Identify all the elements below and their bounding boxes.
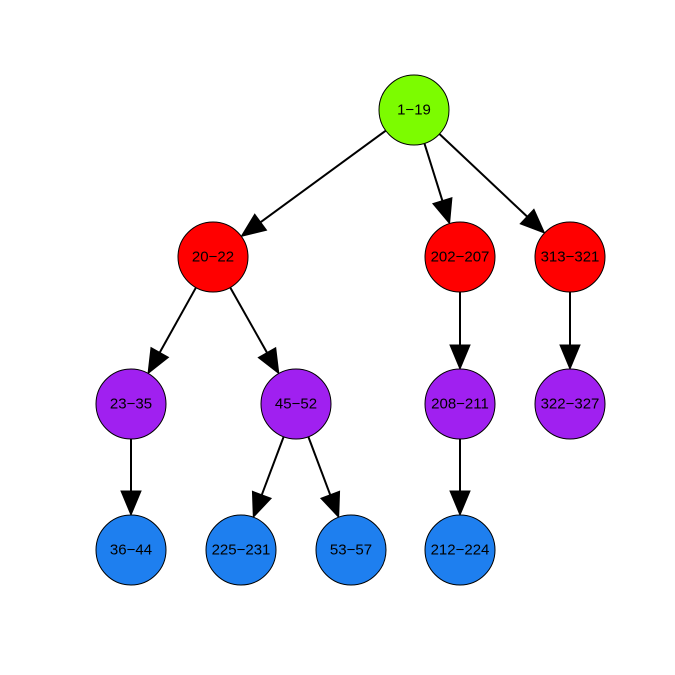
edge-line bbox=[229, 286, 268, 354]
edge-202-207-to-208-211 bbox=[449, 292, 471, 371]
edge-45-52-to-53-57 bbox=[307, 436, 341, 519]
arrowhead-icon bbox=[449, 490, 471, 517]
edges-layer bbox=[120, 129, 581, 519]
tree-node-20-22: 20−22 bbox=[177, 221, 249, 293]
node-label: 45−52 bbox=[275, 396, 317, 413]
arrowhead-icon bbox=[120, 490, 142, 517]
edge-313-321-to-322-327 bbox=[559, 292, 581, 371]
node-circle bbox=[534, 221, 606, 293]
nodes-layer: 1−19 20−22 202−207 313−321 23−35 45−52 208−211… bbox=[95, 74, 606, 586]
arrowhead-icon bbox=[319, 490, 341, 519]
arrowhead-icon bbox=[240, 213, 268, 238]
tree-node-23-35: 23−35 bbox=[95, 368, 167, 440]
edge-line bbox=[423, 143, 444, 201]
node-circle bbox=[95, 514, 167, 586]
node-label: 1−19 bbox=[397, 102, 431, 119]
tree-node-36-44: 36−44 bbox=[95, 514, 167, 586]
node-label: 36−44 bbox=[110, 542, 152, 559]
edge-1-19-to-202-207 bbox=[423, 143, 453, 225]
arrowhead-icon bbox=[431, 197, 453, 225]
tree-node-208-211: 208−211 bbox=[424, 368, 496, 440]
node-circle bbox=[424, 368, 496, 440]
tree-node-212-224: 212−224 bbox=[424, 514, 496, 586]
node-circle bbox=[534, 368, 606, 440]
node-circle bbox=[378, 74, 450, 146]
edge-20-22-to-23-35 bbox=[147, 287, 197, 375]
node-circle bbox=[424, 514, 496, 586]
tree-node-45-52: 45−52 bbox=[260, 368, 332, 440]
edge-line bbox=[158, 287, 197, 353]
edge-1-19-to-313-321 bbox=[438, 133, 546, 234]
node-label: 225−231 bbox=[212, 542, 271, 559]
node-circle bbox=[424, 221, 496, 293]
arrowhead-icon bbox=[519, 208, 546, 234]
arrowhead-icon bbox=[559, 344, 581, 371]
tree-node-225-231: 225−231 bbox=[205, 514, 277, 586]
node-circle bbox=[95, 368, 167, 440]
edge-line bbox=[307, 436, 332, 496]
node-label: 202−207 bbox=[431, 249, 490, 266]
edge-20-22-to-45-52 bbox=[229, 286, 280, 375]
node-label: 23−35 bbox=[110, 396, 152, 413]
arrowhead-icon bbox=[449, 344, 471, 371]
node-circle bbox=[260, 368, 332, 440]
edge-line bbox=[260, 129, 387, 223]
node-label: 322−327 bbox=[541, 396, 600, 413]
tree-node-1-19: 1−19 bbox=[378, 74, 450, 146]
node-label: 208−211 bbox=[431, 396, 489, 413]
edge-23-35-to-36-44 bbox=[120, 439, 142, 517]
node-label: 212−224 bbox=[431, 542, 490, 559]
edge-208-211-to-212-224 bbox=[449, 439, 471, 517]
arrowhead-icon bbox=[251, 490, 273, 519]
arrowhead-icon bbox=[147, 346, 170, 375]
edge-line bbox=[260, 436, 285, 496]
node-label: 53−57 bbox=[330, 542, 372, 559]
node-label: 313−321 bbox=[541, 249, 600, 266]
edge-line bbox=[438, 133, 528, 218]
tree-node-313-321: 313−321 bbox=[534, 221, 606, 293]
arrowhead-icon bbox=[257, 346, 280, 375]
edge-45-52-to-225-231 bbox=[251, 436, 285, 519]
node-circle bbox=[315, 514, 387, 586]
node-circle bbox=[177, 221, 249, 293]
node-label: 20−22 bbox=[192, 249, 234, 266]
edge-1-19-to-20-22 bbox=[240, 129, 387, 238]
tree-node-202-207: 202−207 bbox=[424, 221, 496, 293]
tree-node-53-57: 53−57 bbox=[315, 514, 387, 586]
node-circle bbox=[205, 514, 277, 586]
tree-node-322-327: 322−327 bbox=[534, 368, 606, 440]
